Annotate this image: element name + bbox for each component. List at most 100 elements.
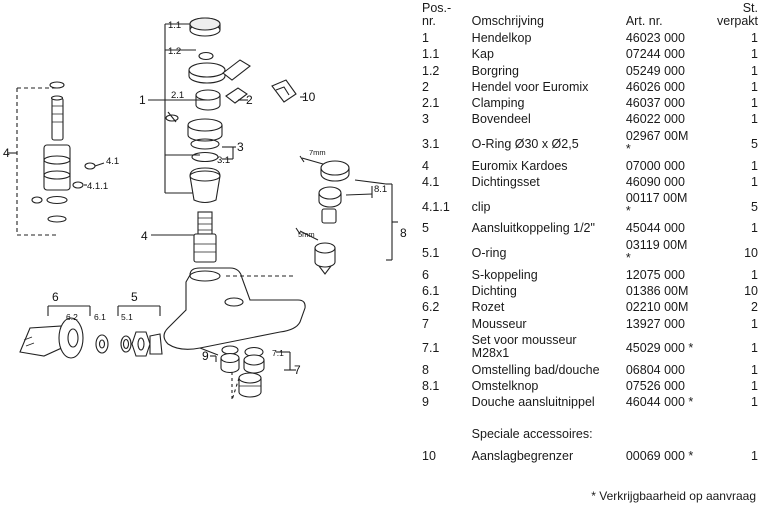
cell-art-nr: 06804 000 <box>625 362 685 377</box>
cell-description: Dichting <box>471 283 517 298</box>
cell-pack: 1 <box>751 112 758 127</box>
cell-description: Omstelling bad/douche <box>471 362 600 377</box>
label-8: 8 <box>400 226 407 240</box>
label-3: 3 <box>237 140 244 154</box>
section-title: Speciale accessoires: <box>471 427 593 442</box>
col-header-art-nr: Art. nr. <box>625 14 663 28</box>
cell-pack: 5 <box>751 137 758 152</box>
cell-pos: 1 <box>422 31 429 45</box>
connector-assembly <box>19 305 163 359</box>
label-6-2: 6.2 <box>66 312 78 322</box>
cell-pack: 10 <box>744 246 758 261</box>
cell-pos: 3.1 <box>422 137 440 152</box>
cell-description: Aanslagbegrenzer <box>471 448 574 463</box>
cell-pos: 1.1 <box>422 47 440 62</box>
cell-art-nr: 01386 00M <box>625 283 689 298</box>
label-9: 9 <box>202 349 209 363</box>
exploded-view-diagram: 1.1 1.2 1 2.1 2 10 3 3.1 4 4.1 4.1.1 4 7… <box>3 17 407 401</box>
cell-pos: 2 <box>422 79 429 94</box>
cell-description: Clamping <box>471 96 525 111</box>
cell-pos: 8 <box>422 362 429 377</box>
label-7mm: 7mm <box>309 148 326 157</box>
label-7: 7 <box>294 363 301 377</box>
cell-art-nr: 03119 00M * <box>625 237 688 265</box>
cell-pack: 1 <box>751 158 758 173</box>
cell-description: Bovendeel <box>471 112 531 127</box>
cell-description: Mousseur <box>471 316 527 331</box>
label-1-1: 1.1 <box>168 20 181 31</box>
label-4-1-1: 4.1.1 <box>87 181 108 192</box>
cell-description: Omstelknop <box>471 379 539 394</box>
aerator-assembly <box>210 345 296 401</box>
cell-description: Hendelkop <box>471 31 532 45</box>
section-row: Speciale accessoires: <box>414 420 758 450</box>
label-1-2: 1.2 <box>168 46 181 57</box>
cell-pack: 1 <box>751 267 758 282</box>
label-1: 1 <box>139 93 146 107</box>
main-assembly <box>148 17 306 356</box>
label-4: 4 <box>141 229 148 243</box>
cell-pack: 1 <box>751 221 758 236</box>
label-2-1: 2.1 <box>171 90 184 101</box>
spacer-row <box>414 413 758 420</box>
cell-art-nr: 07244 000 <box>625 47 685 62</box>
cell-pos: 7.1 <box>422 341 440 356</box>
label-3-1: 3.1 <box>217 155 230 166</box>
cell-art-nr: 45044 000 <box>625 221 685 236</box>
cell-pos: 10 <box>422 448 436 463</box>
cell-art-nr: 05249 000 <box>625 63 685 78</box>
table-row: 2 Hendel voor Euromix 46026 000 1 <box>414 79 758 97</box>
cell-art-nr: 00069 000 * <box>625 448 694 463</box>
cell-pos: 5 <box>422 221 429 236</box>
cell-pack: 1 <box>751 175 758 190</box>
label-10: 10 <box>302 90 316 104</box>
label-4-detail: 4 <box>3 146 10 160</box>
cell-art-nr: 07526 000 <box>625 379 685 394</box>
label-5: 5 <box>131 290 138 304</box>
section-empty-cell <box>414 420 472 450</box>
table-header-row: Pos.- nr. Omschrijving Art. nr. St. verp… <box>414 2 758 32</box>
label-6: 6 <box>52 290 59 304</box>
cell-description: Kap <box>471 47 494 62</box>
footnote: * Verkrijgbaarheid op aanvraag <box>591 489 756 503</box>
cell-description: O-ring <box>471 246 507 261</box>
label-5-1: 5.1 <box>121 312 133 322</box>
table-row: 8 Omstelling bad/douche 06804 000 1 <box>414 362 758 380</box>
cell-pack: 10 <box>744 283 758 298</box>
cell-art-nr: 46026 000 <box>625 79 685 94</box>
cell-art-nr: 46037 000 <box>625 96 685 111</box>
cell-pos: 4 <box>422 158 429 173</box>
cell-description: Douche aansluitnippel <box>471 395 595 410</box>
cell-pack: 1 <box>751 47 758 62</box>
cell-art-nr: 07000 000 <box>625 158 685 173</box>
cell-art-nr: 45029 000 * <box>625 341 694 356</box>
cell-description: S-koppeling <box>471 267 538 282</box>
label-5mm: 5mm <box>298 230 315 239</box>
cell-description: clip <box>471 199 491 214</box>
parts-table: Pos.- nr. Omschrijving Art. nr. St. verp… <box>414 2 758 466</box>
cell-art-nr: 46044 000 * <box>625 395 694 410</box>
cell-description: Hendel voor Euromix <box>471 79 589 94</box>
label-4-1: 4.1 <box>106 156 119 167</box>
col-header-pack: St. verpakt <box>717 1 758 28</box>
cell-pack: 1 <box>751 395 758 410</box>
label-7-1: 7.1 <box>272 348 284 358</box>
cell-pos: 8.1 <box>422 379 440 394</box>
cell-description: Dichtingsset <box>471 175 540 190</box>
cell-pos: 2.1 <box>422 96 440 111</box>
cell-pack: 1 <box>751 362 758 377</box>
cell-pack: 2 <box>751 300 758 315</box>
cartridge-detail-view <box>8 81 105 236</box>
cell-pack: 1 <box>751 79 758 94</box>
